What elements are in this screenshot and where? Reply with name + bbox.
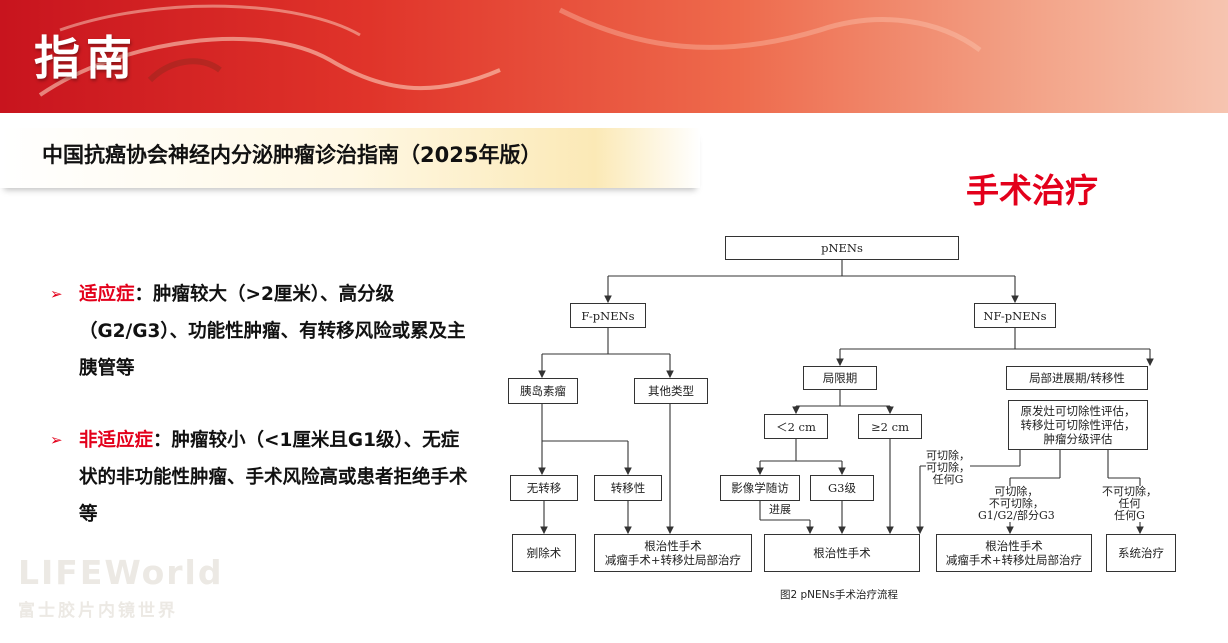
node-lt2cm: ＜2 cm — [764, 414, 828, 439]
label-partially-resectable: 可切除， 不可切除， G1/G2/部分G3 — [978, 486, 1055, 522]
label-line: 不可切除， — [988, 497, 1044, 510]
label-progression: 进展 — [769, 503, 791, 516]
node-g3: G3级 — [810, 475, 874, 501]
guideline-title: 中国抗癌协会神经内分泌肿瘤诊治指南（2025年版） — [42, 143, 542, 167]
bullet-label: 非适应症 — [79, 430, 154, 451]
node-radical-debulking: 根治性手术 减瘤手术+转移灶局部治疗 — [594, 534, 752, 572]
node-other-types: 其他类型 — [634, 378, 708, 404]
watermark-logo: LIFEWorld 富士胶片内镜世界 — [18, 553, 224, 621]
assessment-line: 肿瘤分级评估 — [1043, 432, 1113, 446]
label-line: 任何 — [1118, 497, 1141, 510]
bullet-text: ：肿瘤较大（>2厘米）、高分级（G2/G3）、功能性肿瘤、有转移风险或累及主胰管… — [79, 284, 466, 379]
page-title: 指南 — [34, 31, 138, 85]
label-unresectable-any-g: 不可切除， 任何 任何G — [1102, 486, 1157, 522]
figure-caption: 图2 pNENs手术治疗流程 — [780, 589, 898, 601]
node-line: 根治性手术 — [985, 539, 1043, 553]
bullet-text: ：肿瘤较小（<1厘米且G1级）、无症状的非功能性肿瘤、手术风险高或患者拒绝手术等 — [79, 430, 468, 525]
bullet-list: ➢ 适应症：肿瘤较大（>2厘米）、高分级（G2/G3）、功能性肿瘤、有转移风险或… — [48, 276, 468, 533]
label-line: 可切除， — [926, 461, 970, 474]
arrow-bullet-icon: ➢ — [50, 431, 63, 449]
bullet-contraindications: ➢ 非适应症：肿瘤较小（<1厘米且G1级）、无症状的非功能性肿瘤、手术风险高或患… — [48, 422, 468, 533]
node-insulinoma: 胰岛素瘤 — [508, 378, 578, 404]
label-line: 可切除， — [994, 485, 1039, 498]
assessment-line: 原发灶可切除性评估， — [1020, 404, 1136, 418]
label-resectable-any-g: 可切除， 可切除， 任何G — [926, 450, 970, 486]
watermark-line2: 富士胶片内镜世界 — [18, 601, 178, 621]
node-pnens: pNENs — [725, 236, 959, 260]
node-line: 减瘤手术+转移灶局部治疗 — [945, 553, 1083, 567]
node-metastatic: 转移性 — [594, 475, 662, 501]
node-nf-pnens: NF-pNENs — [974, 303, 1056, 328]
node-line: 减瘤手术+转移灶局部治疗 — [604, 553, 742, 567]
node-systemic-therapy: 系统治疗 — [1106, 534, 1176, 572]
arrow-bullet-icon: ➢ — [50, 285, 63, 303]
subtitle-bar — [0, 128, 700, 188]
section-title: 手术治疗 — [966, 171, 1098, 210]
label-line: 任何G — [932, 473, 964, 486]
node-radical-surgery: 根治性手术 — [764, 534, 920, 572]
bullet-label: 适应症 — [79, 284, 135, 305]
node-no-metastasis: 无转移 — [510, 475, 578, 501]
flowchart-connectors — [538, 260, 1154, 535]
assessment-line: 转移灶可切除性评估， — [1020, 418, 1136, 432]
node-localized: 局限期 — [803, 366, 877, 390]
flowchart: pNENs F-pNENs NF-pNENs 胰岛素瘤 其他类型 局限期 局部进… — [490, 228, 1210, 606]
node-imaging-followup: 影像学随访 — [720, 475, 800, 501]
decorative-swirl — [38, 4, 982, 97]
node-line: 根治性手术 — [644, 539, 702, 553]
label-line: G1/G2/部分G3 — [978, 509, 1055, 522]
bullet-indications: ➢ 适应症：肿瘤较大（>2厘米）、高分级（G2/G3）、功能性肿瘤、有转移风险或… — [48, 276, 468, 387]
node-enucleation: 剜除术 — [512, 534, 576, 572]
node-radical-debulking-2: 根治性手术 减瘤手术+转移灶局部治疗 — [936, 534, 1092, 572]
label-line: 可切除， — [926, 449, 970, 462]
watermark-line1: LIFEWorld — [18, 553, 224, 592]
node-ge2cm: ≥2 cm — [858, 414, 922, 439]
node-assessment: 原发灶可切除性评估， 转移灶可切除性评估， 肿瘤分级评估 — [1008, 400, 1148, 450]
label-line: 不可切除， — [1102, 485, 1157, 498]
header-banner: 指南 — [0, 0, 1228, 113]
node-advanced: 局部进展期/转移性 — [1006, 366, 1148, 390]
node-f-pnens: F-pNENs — [570, 303, 646, 328]
label-line: 任何G — [1114, 509, 1145, 522]
